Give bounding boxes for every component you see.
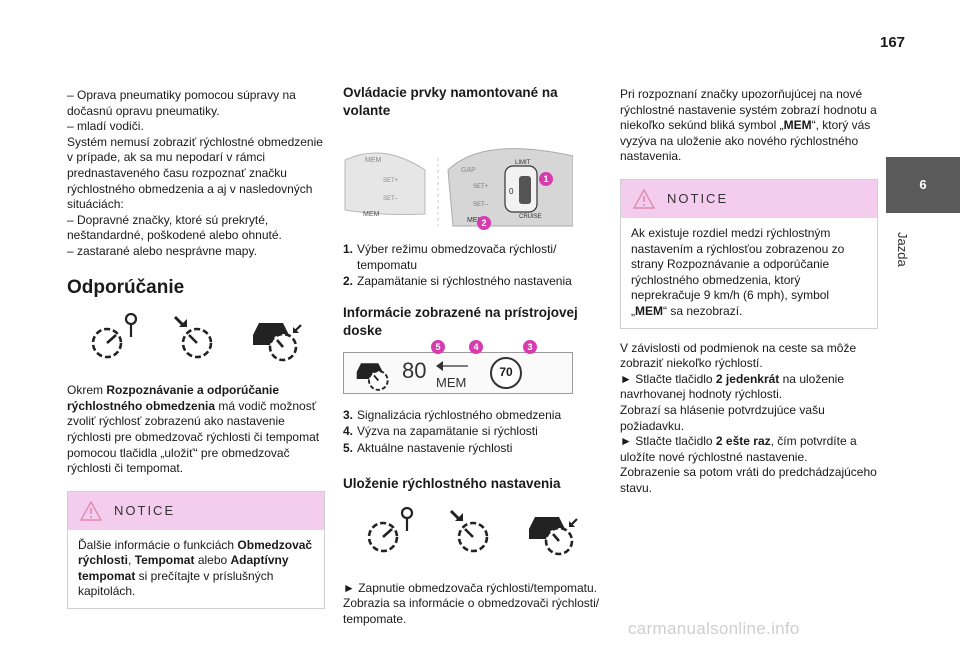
notice-box-right: NOTICE Ak existuje rozdiel medzi rýchlos… bbox=[620, 178, 878, 329]
callout-badge-3: 3 bbox=[523, 340, 537, 354]
column-middle: Ovládacie prvky namontované na volante M… bbox=[343, 84, 603, 627]
wheel-label-mem: MEM bbox=[467, 217, 484, 224]
paragraph: V závislosti od podmienok na ceste sa mô… bbox=[620, 340, 857, 371]
cruise-control-icon bbox=[173, 316, 213, 359]
wheel-label-set-plus-left: SET+ bbox=[383, 178, 399, 184]
notice-title: NOTICE bbox=[114, 502, 176, 518]
mem-prompt: MEM bbox=[436, 374, 467, 390]
speed-icons-row bbox=[343, 506, 603, 571]
list-item: 3.Signalizácia rýchlostného obmedzenia bbox=[343, 407, 562, 422]
intro-line: Systém nemusí zobraziť rýchlostné obmedz… bbox=[67, 134, 323, 212]
steering-wheel-illustration: MEM SET+ SET– MEM GAP SET+ SET– MEM LIMI… bbox=[344, 148, 573, 227]
steering-wheel-controls-figure: MEM SET+ SET– MEM GAP SET+ SET– MEM LIMI… bbox=[343, 130, 603, 230]
column-right: Pri rozpoznaní značky upozorňujúcej na n… bbox=[620, 87, 878, 496]
adaptive-cruise-icon bbox=[356, 362, 389, 391]
list-item: 1.Výber režimu obmedzovača rýchlosti/ te… bbox=[343, 242, 557, 272]
intro-line: – mladí vodiči. bbox=[67, 119, 144, 134]
notice-header: NOTICE bbox=[621, 179, 877, 218]
page-number: 167 bbox=[880, 34, 906, 51]
chapter-tab[interactable]: 6 bbox=[886, 157, 960, 213]
list-item: 2.Zapamätanie si rýchlostného nastavenia bbox=[343, 274, 572, 289]
arrow-left-icon bbox=[436, 360, 468, 371]
wheel-label-set-minus: SET– bbox=[473, 202, 489, 208]
list-item: 5.Aktuálne nastavenie rýchlosti bbox=[343, 440, 513, 455]
current-speed-setting: 80 bbox=[402, 357, 427, 383]
watermark: carmanualsonline.info bbox=[628, 619, 800, 638]
section-heading-dashboard-info: Informácie zobrazené na prístrojovej dos… bbox=[343, 304, 578, 338]
wheel-label-mem-left: MEM bbox=[365, 157, 382, 164]
list-item: 4.Výzva na zapamätanie si rýchlosti bbox=[343, 424, 538, 439]
wheel-label-cruise: CRUISE bbox=[519, 214, 542, 220]
section-heading-recommendation: Odporúčanie bbox=[67, 276, 185, 298]
notice-header: NOTICE bbox=[68, 491, 324, 530]
column-left: – Oprava pneumatiky pomocou súpravy na d… bbox=[67, 88, 325, 610]
adaptive-cruise-icon bbox=[253, 323, 302, 362]
wheel-label-gap: GAP bbox=[461, 167, 476, 174]
adaptive-cruise-icon bbox=[529, 516, 578, 555]
wheel-label-mem-bottom-left: MEM bbox=[363, 211, 380, 218]
intro-line: – Oprava pneumatiky pomocou súpravy na d… bbox=[67, 88, 296, 118]
wheel-label-zero: 0 bbox=[509, 187, 514, 196]
callout-badge-4: 4 bbox=[469, 340, 483, 354]
chapter-name: Jazda bbox=[895, 232, 910, 267]
wheel-label-limit: LIMIT bbox=[515, 160, 531, 166]
cruise-control-icon bbox=[449, 509, 489, 552]
notice-box-left: NOTICE Ďalšie informácie o funkciách Obm… bbox=[67, 490, 325, 610]
callout-badge-5: 5 bbox=[431, 340, 445, 354]
intro-line: – Dopravné značky, ktoré sú prekryté, ne… bbox=[67, 212, 282, 243]
recommendation-text: Okrem Rozpoznávanie a odporúčanie rýchlo… bbox=[67, 383, 320, 476]
activation-text: ► Zapnutie obmedzovača rýchlosti/tempoma… bbox=[343, 580, 600, 626]
instruction-step: ► Stlačte tlačidlo 2 ešte raz, čím potvr… bbox=[620, 434, 857, 464]
section-heading-save-speed: Uloženie rýchlostného nastavenia bbox=[343, 475, 561, 491]
wheel-label-set-minus-left: SET– bbox=[383, 196, 399, 202]
speed-limiter-icon bbox=[367, 506, 414, 552]
callout-badge-1: 1 bbox=[539, 172, 553, 186]
speed-limit-sign: 70 bbox=[490, 356, 522, 389]
paragraph: Zobrazenie sa potom vráti do predchádzaj… bbox=[620, 465, 877, 495]
wheel-label-set-plus: SET+ bbox=[473, 184, 489, 190]
callout-badge-2: 2 bbox=[477, 216, 491, 230]
notice-body: Ďalšie informácie o funkciách Obmedzovač… bbox=[78, 537, 313, 599]
warning-icon bbox=[80, 500, 102, 521]
section-heading-steering-controls: Ovládacie prvky namontované na volante bbox=[343, 85, 558, 118]
instrument-panel-figure: 80 MEM 70 bbox=[343, 351, 573, 394]
paragraph: Zobrazí sa hlásenie potvrdzujúce vašu po… bbox=[620, 402, 825, 433]
sign-recognition-text: Pri rozpoznaní značky upozorňujúcej na n… bbox=[620, 87, 877, 164]
speed-icons-row bbox=[67, 313, 325, 373]
warning-icon bbox=[633, 188, 655, 209]
notice-body: Ak existuje rozdiel medzi rýchlostným na… bbox=[631, 225, 845, 318]
speed-limiter-icon bbox=[91, 313, 138, 359]
notice-title: NOTICE bbox=[667, 190, 729, 206]
instruction-step: ► Stlačte tlačidlo 2 jedenkrát na uložen… bbox=[620, 371, 845, 402]
intro-line: – zastarané alebo nesprávne mapy. bbox=[67, 243, 257, 258]
